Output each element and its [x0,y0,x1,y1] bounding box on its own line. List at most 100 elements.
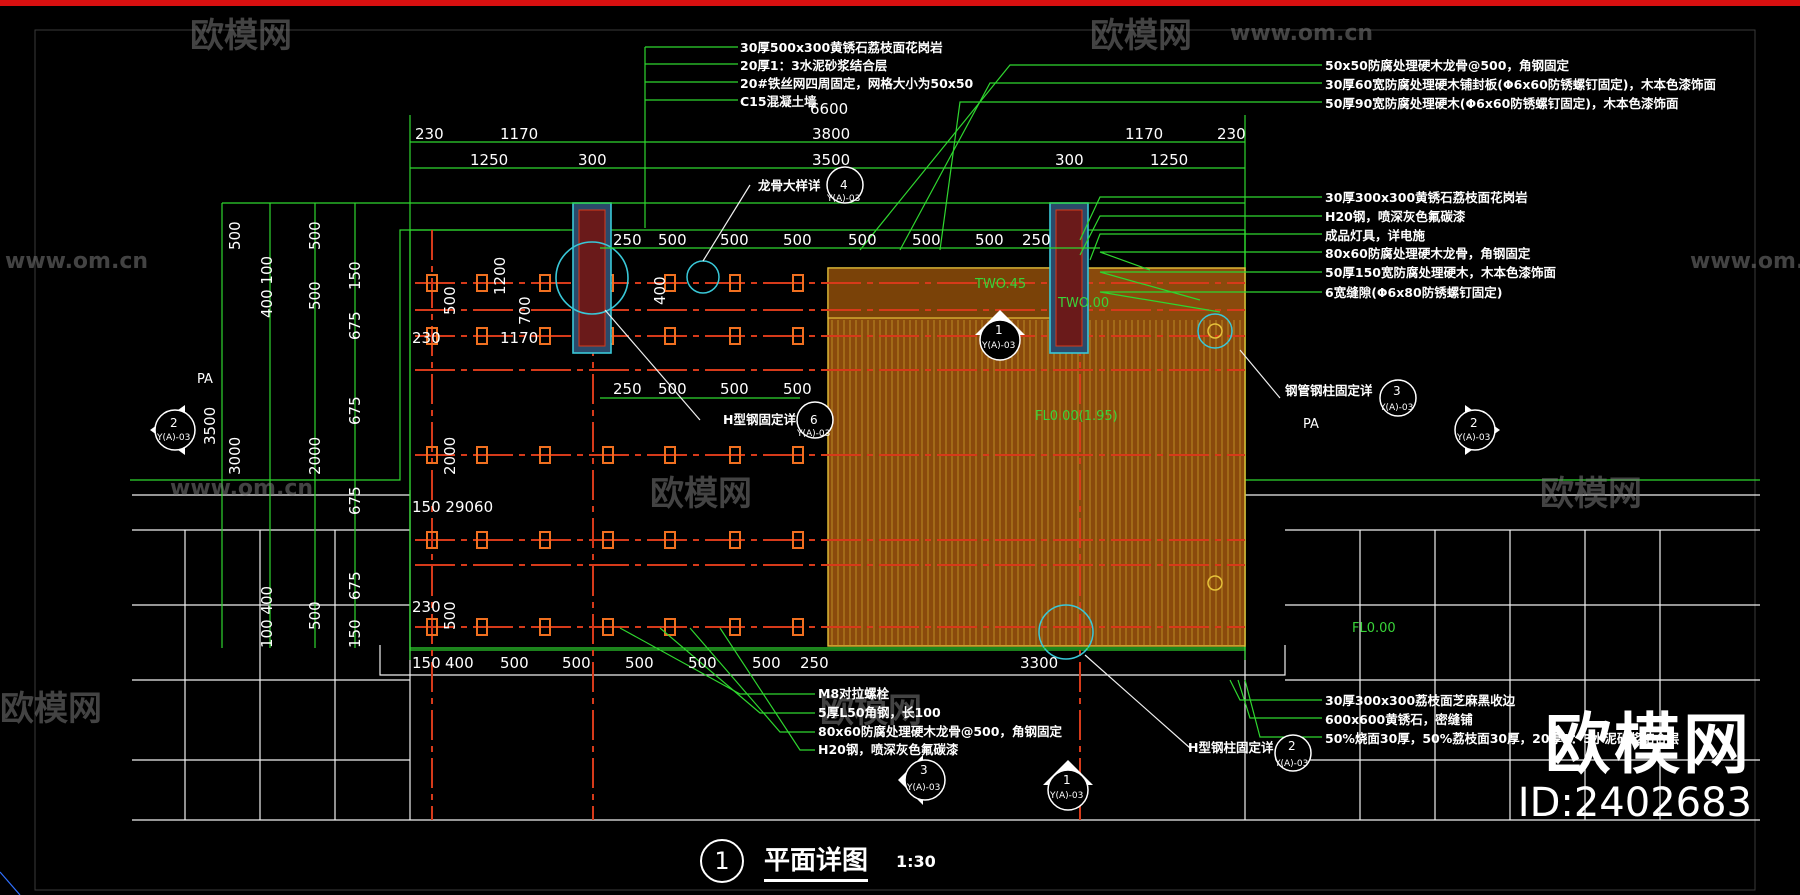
level-two-45: TWO.45 [974,277,1026,292]
detail-sheet-labels: Y(A)-03 Y(A)-03 Y(A)-03 Y(A)-03 Y(A)-03 … [156,194,1490,801]
inner-dimensions-mid: 250 500 500 500 [613,380,812,398]
callout-bubble-4 [826,166,864,204]
steel-bracket [539,446,551,464]
svg-text:100 400: 100 400 [258,586,276,648]
svg-text:3000: 3000 [226,437,244,475]
callout-steel-column-fixing: 钢管钢柱固定详 [1285,383,1373,398]
brand-watermark: 欧模网 ID:2402683 [1517,706,1752,827]
drawing-title: 平面详图 [764,840,869,882]
callout-bubble-3 [1379,379,1417,417]
svg-text:400: 400 [651,276,669,305]
level-fl-deck: FL0.00(1.95) [1035,409,1118,424]
detail-circle-keel [686,260,720,294]
detail-circle-steel-column [1197,313,1233,349]
steel-bracket [426,327,438,345]
svg-text:500: 500 [625,654,654,672]
watermarks: 欧模网 www.om.cn 欧模网 www.om.cn 欧模网 www.om.c… [0,16,1800,731]
svg-text:300: 300 [578,151,607,169]
sheet-frame [34,29,1756,891]
svg-text:20厚1：3水泥砂浆结合层: 20厚1：3水泥砂浆结合层 [740,58,888,73]
dimension-lines [221,141,1245,649]
svg-text:3: 3 [920,763,928,777]
svg-text:500: 500 [783,380,812,398]
svg-text:50厚90宽防腐处理硬木(Φ6x60防锈螺钉固定)，木本色漆: 50厚90宽防腐处理硬木(Φ6x60防锈螺钉固定)，木本色漆饰面 [1325,96,1679,111]
svg-text:500: 500 [226,221,244,250]
top-red-border [0,0,1800,6]
ucs-marker [0,871,21,895]
top-dimensions-row1: 230 1170 3800 1170 230 6600 [415,100,1246,143]
callout-bubble-6 [796,401,834,439]
steel-bracket [539,327,551,345]
svg-text:700: 700 [516,296,534,325]
svg-text:675: 675 [346,486,364,515]
svg-text:500: 500 [306,281,324,310]
steel-bracket [426,274,438,292]
steel-bracket [476,531,488,549]
svg-text:230: 230 [415,125,444,143]
bottom-dimensions: 150 400 500 500 500 500 500 250 3300 [412,654,1058,672]
svg-text:150: 150 [412,654,441,672]
svg-text:Y(A)-03: Y(A)-03 [826,194,860,204]
steel-bracket [729,446,741,464]
svg-text:Y(A)-03: Y(A)-03 [906,783,940,793]
svg-text:2000: 2000 [441,437,459,475]
svg-text:Y(A)-03: Y(A)-03 [1379,403,1413,413]
steel-bracket [792,531,804,549]
svg-text:250: 250 [800,654,829,672]
steel-bracket [664,531,676,549]
steel-bracket [729,327,741,345]
callout-keel-detail: 龙骨大样详 [757,178,821,193]
steel-bracket [476,618,488,636]
svg-text:500: 500 [912,231,941,249]
svg-text:500: 500 [720,231,749,249]
detail-ref-numbers: 4 6 1 3 2 2 1 3 2 [170,178,1478,787]
steel-bracket [426,618,438,636]
svg-text:Y(A)-03: Y(A)-03 [796,429,830,439]
svg-text:500: 500 [975,231,1004,249]
svg-text:20#铁丝网四周固定，网格大小为50x50: 20#铁丝网四周固定，网格大小为50x50 [740,76,974,91]
brand-name: 欧模网 [1545,706,1752,783]
steel-bracket [792,274,804,292]
svg-text:3800: 3800 [812,125,850,143]
svg-text:3300: 3300 [1020,654,1058,672]
svg-text:Y(A)-03: Y(A)-03 [1049,791,1083,801]
pa-label-right: PA [1303,417,1319,432]
svg-text:250: 250 [613,380,642,398]
svg-text:欧模网: 欧模网 [1540,474,1642,514]
svg-text:6宽缝隙(Φ6x80防锈螺钉固定): 6宽缝隙(Φ6x80防锈螺钉固定) [1325,285,1502,300]
steel-bracket [664,327,676,345]
svg-text:500: 500 [658,231,687,249]
section-marker-bottom-3 [898,755,946,805]
title-number: 1 [700,839,744,883]
svg-text:1250: 1250 [1150,151,1188,169]
svg-text:H20钢，喷深灰色氟碳漆: H20钢，喷深灰色氟碳漆 [1325,209,1466,224]
notes-right: 30厚300x300黄锈石荔枝面花岗岩 H20钢，喷深灰色氟碳漆 成品灯具，详电… [1325,190,1556,300]
brand-id: ID:2402683 [1517,780,1752,826]
svg-text:500: 500 [720,380,749,398]
steel-bracket [539,531,551,549]
drawing-title-block: 1 平面详图 1:30 [700,838,936,884]
callout-bubble-2 [1274,734,1312,772]
svg-text:600x600黄锈石，密缝铺: 600x600黄锈石，密缝铺 [1325,712,1473,727]
svg-text:30厚300x300黄锈石荔枝面花岗岩: 30厚300x300黄锈石荔枝面花岗岩 [1325,190,1528,205]
top-dimensions-row2: 1250 300 3500 300 1250 [470,151,1188,169]
svg-text:Y(A)-03: Y(A)-03 [1456,433,1490,443]
svg-text:250: 250 [1022,231,1051,249]
svg-text:2: 2 [1288,739,1296,753]
pa-label-left: PA [197,372,213,387]
svg-text:30厚300x300荔枝面芝麻黑收边: 30厚300x300荔枝面芝麻黑收边 [1325,693,1516,708]
steel-bracket [476,327,488,345]
detail-circle-h-column [1038,604,1094,660]
steel-frame [415,230,1245,820]
svg-text:500: 500 [752,654,781,672]
callout-h-column-fixing: H型钢柱固定详 [1188,740,1274,755]
svg-text:6: 6 [810,413,818,427]
svg-text:2: 2 [170,416,178,430]
steel-bracket [476,274,488,292]
svg-text:500: 500 [688,654,717,672]
callout-leaders [604,184,1281,749]
svg-text:50厚150宽防腐处理硬木，木本色漆饰面: 50厚150宽防腐处理硬木，木本色漆饰面 [1325,265,1556,280]
level-fl-ground: FL0.00 [1352,621,1396,636]
svg-text:www.om.cn: www.om.cn [1230,21,1373,46]
svg-text:675: 675 [346,311,364,340]
